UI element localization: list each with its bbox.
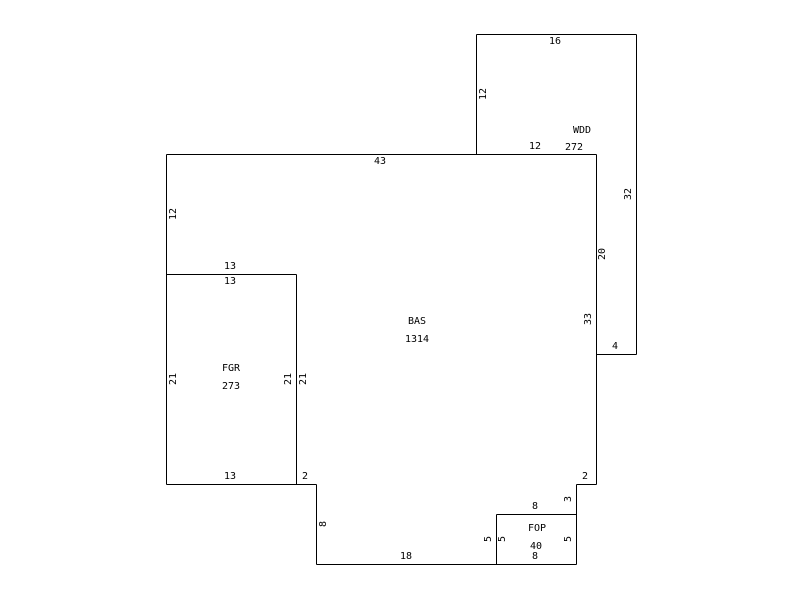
dim-fop-left-inner: 5	[497, 536, 508, 542]
fgr-area-value: 273	[222, 381, 240, 392]
dim-bas-right-upper: 20	[597, 248, 608, 260]
dim-bas-bottom: 18	[400, 551, 412, 562]
dim-fgr-bottom: 13	[224, 471, 236, 482]
wdd-area-value: 272	[565, 142, 583, 153]
fgr-outline	[166, 274, 297, 485]
dim-bas-bottom-notch: 2	[302, 471, 308, 482]
wdd-name-label: WDD	[573, 125, 591, 136]
dim-wdd-bottom-inner: 12	[529, 141, 541, 152]
dim-bas-step: 3	[563, 496, 574, 502]
dim-wdd-top: 16	[549, 36, 561, 47]
dim-wdd-bottom: 4	[612, 341, 618, 352]
dim-fop-top: 8	[532, 501, 538, 512]
fgr-name-label: FGR	[222, 363, 241, 374]
dim-bas-lower-left: 8	[318, 521, 329, 527]
fop-outline	[496, 514, 577, 565]
dim-fgr-top-inner: 13	[224, 276, 236, 287]
bas-name-label: BAS	[408, 316, 426, 327]
dim-fgr-right-inner: 21	[283, 373, 294, 385]
dim-bas-top: 43	[374, 156, 386, 167]
dim-fgr-left: 21	[168, 373, 179, 385]
bas-area-value: 1314	[405, 334, 429, 345]
wdd-outline	[476, 34, 637, 355]
dim-fop-bottom: 8	[532, 551, 538, 562]
bas-outline	[166, 154, 597, 565]
dim-wdd-right: 32	[623, 188, 634, 200]
dim-bas-right-lower: 2	[582, 471, 588, 482]
fop-area-value: 40	[530, 541, 542, 552]
dim-fop-right: 5	[563, 536, 574, 542]
dim-wdd-left: 12	[478, 88, 489, 100]
dim-fop-left-outer: 5	[483, 536, 494, 542]
dim-fgr-top-outer: 13	[224, 261, 236, 272]
dim-bas-right: 33	[583, 313, 594, 325]
dim-fgr-right-outer: 21	[298, 373, 309, 385]
fop-name-label: FOP	[528, 523, 546, 534]
dim-bas-left-upper: 12	[168, 208, 179, 220]
